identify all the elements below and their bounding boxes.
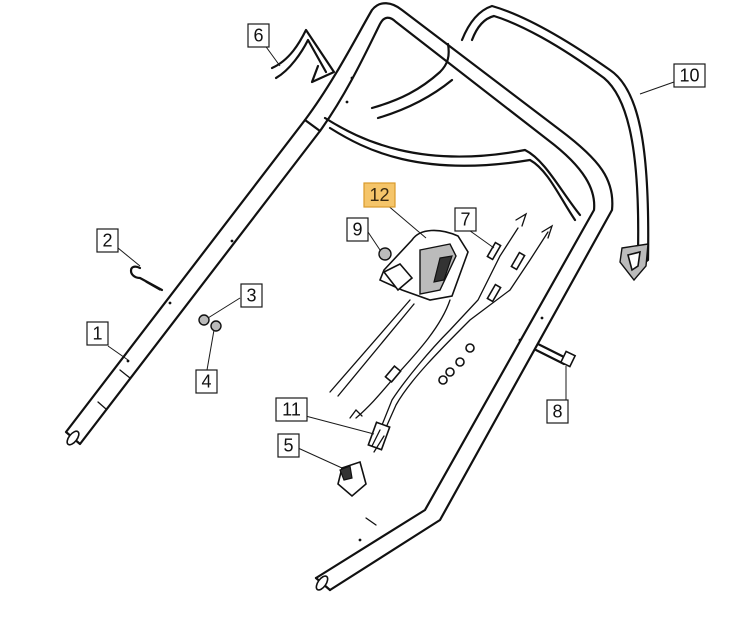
bolt xyxy=(534,342,577,368)
svg-text:12: 12 xyxy=(369,185,389,205)
svg-text:11: 11 xyxy=(282,400,301,420)
svg-text:8: 8 xyxy=(552,402,562,422)
cable-clip xyxy=(337,460,367,498)
callout-9: 9 xyxy=(346,217,369,242)
callout-6: 6 xyxy=(247,23,270,48)
throttle-control-lever xyxy=(378,229,469,301)
callout-10: 10 xyxy=(673,63,706,88)
operator-presence-bail xyxy=(460,4,650,282)
callout-4: 4 xyxy=(195,369,218,394)
nut-part-3 xyxy=(198,314,210,326)
callout-5: 5 xyxy=(277,433,300,458)
callout-2: 2 xyxy=(96,228,119,253)
cross-bar xyxy=(323,42,582,222)
callout-8: 8 xyxy=(546,399,569,424)
small-nut xyxy=(378,247,392,261)
svg-text:5: 5 xyxy=(283,436,293,456)
svg-text:2: 2 xyxy=(102,231,112,251)
svg-text:10: 10 xyxy=(679,66,699,86)
svg-text:7: 7 xyxy=(460,210,470,230)
nut-part-4 xyxy=(210,320,222,332)
svg-text:9: 9 xyxy=(352,220,362,240)
cable-spring-end xyxy=(367,421,391,453)
throttle-cables xyxy=(329,212,554,433)
svg-text:4: 4 xyxy=(201,372,211,392)
callout-11: 11 xyxy=(275,397,308,422)
svg-text:3: 3 xyxy=(246,286,256,306)
leader-lines xyxy=(107,43,675,469)
callout-7: 7 xyxy=(454,207,477,232)
svg-text:1: 1 xyxy=(92,324,102,344)
upper-handle-loop xyxy=(303,2,614,592)
hook-bolt xyxy=(129,265,164,292)
callout-3: 3 xyxy=(240,283,263,308)
left-bail-clip xyxy=(270,28,336,84)
svg-text:6: 6 xyxy=(253,26,263,46)
callout-1: 1 xyxy=(86,321,109,346)
callout-12: 12 xyxy=(363,182,396,208)
washers xyxy=(438,343,475,385)
